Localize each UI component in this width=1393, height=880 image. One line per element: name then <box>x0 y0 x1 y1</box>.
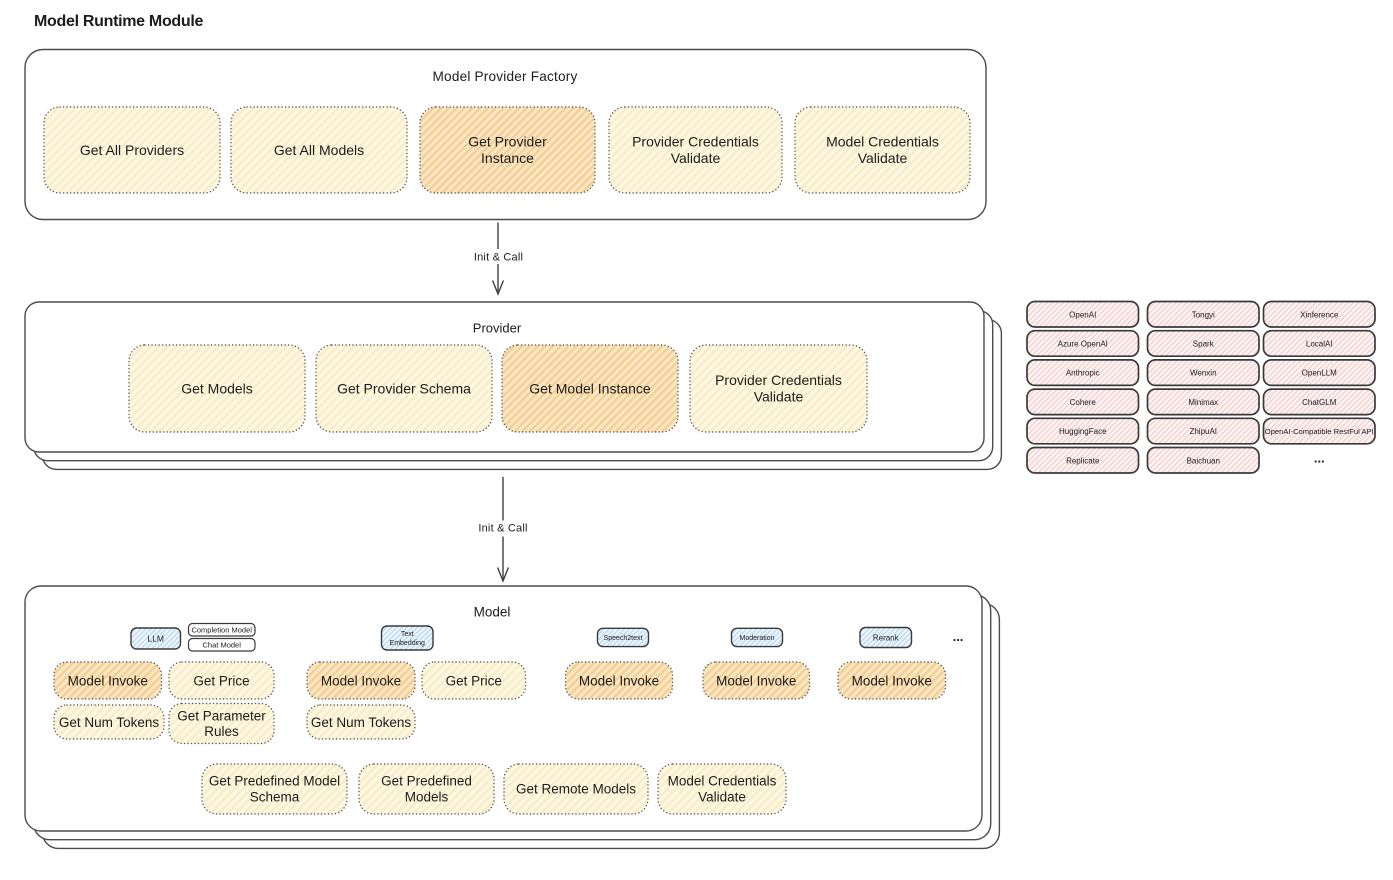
svg-text:Validate: Validate <box>671 150 721 166</box>
svg-text:OpenAI: OpenAI <box>1069 310 1096 319</box>
svg-text:Validate: Validate <box>858 150 908 166</box>
svg-text:Model Credentials: Model Credentials <box>826 134 939 150</box>
svg-text:Get Price: Get Price <box>446 673 502 688</box>
svg-text:Get All Providers: Get All Providers <box>80 142 184 158</box>
svg-text:Text: Text <box>401 631 414 638</box>
svg-text:Model Provider Factory: Model Provider Factory <box>433 69 578 84</box>
svg-text:Xinference: Xinference <box>1300 310 1339 319</box>
svg-text:Get Num Tokens: Get Num Tokens <box>311 715 412 730</box>
svg-text:Azure OpenAI: Azure OpenAI <box>1058 339 1108 348</box>
svg-text:OpenAI-Compatible RestFul API: OpenAI-Compatible RestFul API <box>1265 427 1374 436</box>
svg-text:Minimax: Minimax <box>1188 398 1218 407</box>
svg-text:Provider Credentials: Provider Credentials <box>632 134 759 150</box>
svg-text:Init & Call: Init & Call <box>474 252 523 264</box>
svg-text:...: ... <box>1314 450 1325 465</box>
svg-text:Embedding: Embedding <box>390 640 426 647</box>
svg-text:Provider Credentials: Provider Credentials <box>715 372 842 388</box>
svg-text:Get Price: Get Price <box>193 673 249 688</box>
svg-text:OpenLLM: OpenLLM <box>1302 369 1337 378</box>
svg-text:Get Provider: Get Provider <box>468 134 547 150</box>
svg-text:Get Remote Models: Get Remote Models <box>516 782 636 797</box>
svg-text:Model: Model <box>474 605 511 620</box>
svg-text:Get Parameter: Get Parameter <box>177 709 266 724</box>
svg-text:Get Provider Schema: Get Provider Schema <box>337 380 471 396</box>
svg-text:Get Models: Get Models <box>181 380 253 396</box>
svg-text:HuggingFace: HuggingFace <box>1059 427 1107 436</box>
svg-text:Model Invoke: Model Invoke <box>68 673 148 688</box>
svg-text:Rules: Rules <box>204 724 239 739</box>
svg-text:Anthropic: Anthropic <box>1066 369 1100 378</box>
svg-text:Get Predefined Model: Get Predefined Model <box>209 774 340 789</box>
svg-text:Model Credentials: Model Credentials <box>668 774 777 789</box>
svg-text:Validate: Validate <box>698 790 746 805</box>
svg-text:Get Predefined: Get Predefined <box>381 774 472 789</box>
svg-text:Models: Models <box>405 790 449 805</box>
svg-text:Model Invoke: Model Invoke <box>321 673 401 688</box>
svg-text:Get All Models: Get All Models <box>274 142 364 158</box>
svg-text:ZhipuAI: ZhipuAI <box>1189 427 1217 436</box>
svg-text:Cohere: Cohere <box>1070 398 1097 407</box>
svg-text:Model Invoke: Model Invoke <box>716 673 796 688</box>
svg-text:Model Invoke: Model Invoke <box>579 673 659 688</box>
svg-text:Tongyi: Tongyi <box>1192 310 1215 319</box>
svg-text:...: ... <box>953 629 964 644</box>
svg-text:Baichuan: Baichuan <box>1187 456 1220 465</box>
svg-text:Replicate: Replicate <box>1066 456 1100 465</box>
svg-text:Rerank: Rerank <box>873 633 900 642</box>
svg-text:Completion Model: Completion Model <box>191 625 252 634</box>
svg-text:Get Num Tokens: Get Num Tokens <box>59 715 160 730</box>
svg-text:Provider: Provider <box>473 321 522 336</box>
svg-text:Model Invoke: Model Invoke <box>852 673 932 688</box>
svg-text:Init & Call: Init & Call <box>478 523 527 535</box>
svg-text:Moderation: Moderation <box>739 635 774 642</box>
svg-text:Get Model Instance: Get Model Instance <box>529 380 651 396</box>
svg-text:Schema: Schema <box>250 790 300 805</box>
svg-text:Model Runtime Module: Model Runtime Module <box>34 13 204 30</box>
svg-text:LocalAI: LocalAI <box>1306 339 1333 348</box>
svg-text:Spark: Spark <box>1193 339 1215 348</box>
svg-text:Speech2text: Speech2text <box>604 635 643 642</box>
svg-text:Validate: Validate <box>754 389 804 405</box>
svg-text:Chat Model: Chat Model <box>203 640 242 649</box>
svg-text:LLM: LLM <box>147 634 164 644</box>
svg-text:Wenxin: Wenxin <box>1190 369 1217 378</box>
svg-text:Instance: Instance <box>481 150 534 166</box>
svg-text:ChatGLM: ChatGLM <box>1302 398 1337 407</box>
